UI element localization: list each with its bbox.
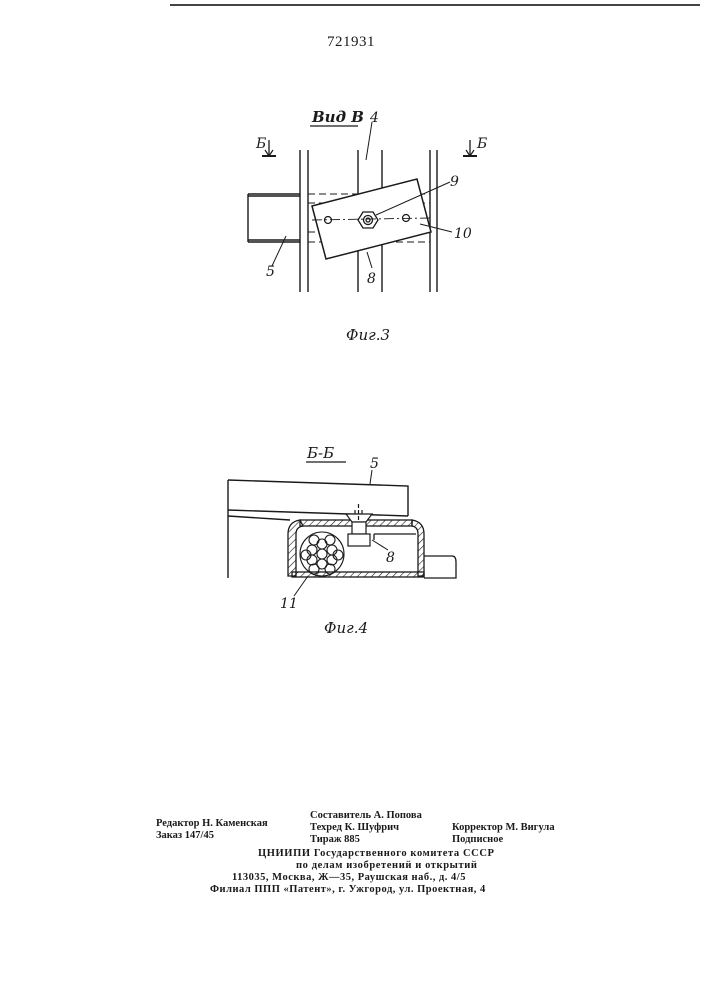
fig4-caption: Фиг.4	[324, 619, 368, 637]
label-9: 9	[450, 174, 459, 190]
imprint-subscription: Подписное	[452, 834, 503, 845]
imprint-address: 113035, Москва, Ж—35, Раушская наб., д. …	[232, 872, 466, 883]
figure-4: Б-Б	[228, 444, 456, 637]
fig4-label-11: 11	[280, 596, 298, 612]
fig4-label-5: 5	[370, 456, 379, 472]
imprint-corrector: Корректор М. Вигула	[452, 822, 555, 833]
fig4-label-8: 8	[386, 550, 395, 566]
cable-bundle-11	[300, 532, 344, 576]
imprint-branch: Филиал ППП «Патент», г. Ужгород, ул. Про…	[210, 884, 486, 895]
imprint-compiler: Составитель А. Попова	[310, 810, 422, 821]
imprint-techred: Техред К. Шуфрич	[310, 822, 399, 833]
imprint-editor: Редактор Н. Каменская	[156, 818, 268, 829]
fig3-section-mark-right: Б	[476, 136, 487, 152]
fig3-section-mark-left: Б	[255, 136, 266, 152]
figure-3: Вид В Б Б	[248, 108, 487, 344]
section-mark-left: Б	[255, 136, 276, 156]
fig3-view-label: Вид В	[311, 108, 364, 126]
imprint-circulation: Тираж 885	[310, 834, 360, 845]
fig3-caption: Фиг.3	[346, 326, 390, 344]
fig4-section-label: Б-Б	[306, 444, 334, 462]
imprint-org-line1: ЦНИИПИ Государственного комитета СССР	[258, 848, 495, 859]
label-5: 5	[266, 264, 275, 280]
section-mark-right: Б	[463, 136, 487, 156]
imprint-order: Заказ 147/45	[156, 830, 214, 841]
housing	[288, 520, 456, 578]
imprint-org-line2: по делам изобретений и открытий	[296, 860, 478, 871]
beam-5-section	[228, 480, 408, 578]
label-10: 10	[454, 226, 472, 242]
label-4: 4	[369, 110, 379, 126]
label-8: 8	[367, 271, 376, 287]
beam-5	[248, 194, 300, 242]
